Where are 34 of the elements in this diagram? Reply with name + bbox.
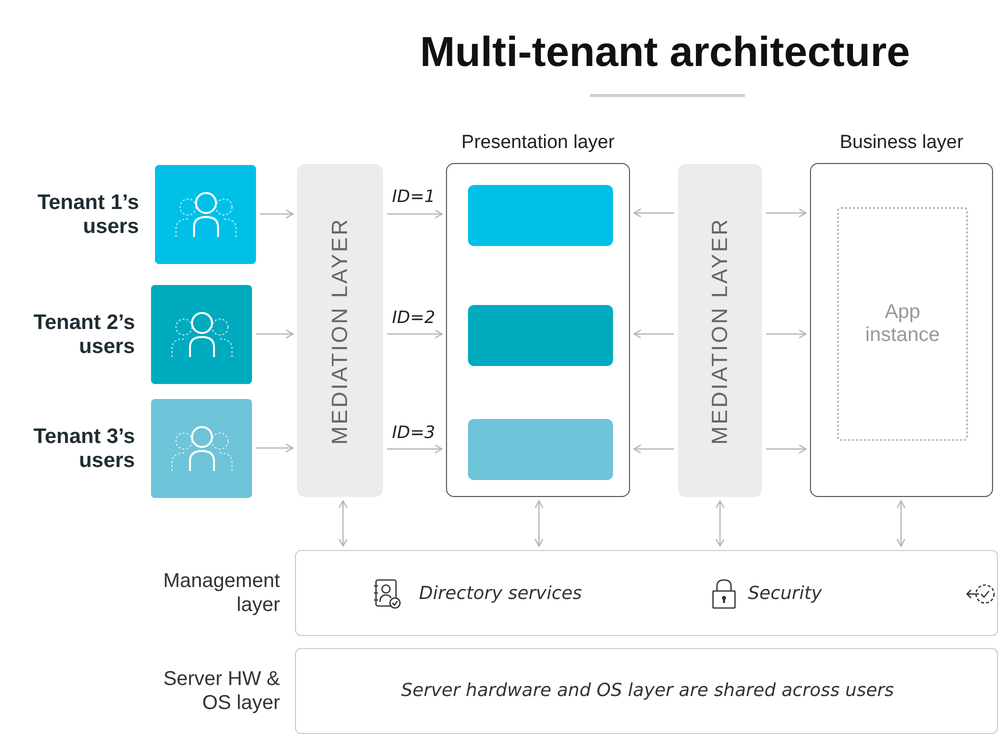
arrow (387, 329, 443, 339)
arrow (338, 500, 348, 547)
arrow (260, 209, 294, 219)
instance-label: App instance (864, 301, 941, 347)
arrow (633, 329, 674, 339)
arrow (715, 500, 725, 547)
layer-note: Server hardware and OS layer are shared across users (400, 680, 895, 701)
arrow (633, 444, 674, 454)
arrow (766, 444, 807, 454)
service-label: Security (748, 583, 822, 604)
layer-heading: Presentation layer (460, 132, 616, 154)
box-block (468, 185, 613, 246)
arrow (256, 443, 294, 453)
tenant-label: Tenant 1’s users (36, 190, 139, 238)
arrow (766, 208, 807, 218)
app-instance-box (837, 207, 968, 441)
box-block (468, 419, 613, 480)
tenant-label: Tenant 2’s users (32, 310, 135, 358)
box-block (468, 305, 613, 366)
arrow (387, 444, 443, 454)
arrow (896, 500, 906, 547)
arrow (766, 329, 807, 339)
arrow (256, 329, 294, 339)
arrow (387, 209, 443, 219)
layer-heading: Business layer (838, 132, 964, 154)
arrow (633, 208, 674, 218)
title: Multi-tenant architecture (418, 28, 912, 76)
tenant-label: Tenant 3’s users (32, 424, 135, 472)
service-label: Directory services (419, 583, 582, 604)
layer-label: MEDIATION LAYER (327, 216, 353, 444)
layer-heading: Server HW & OS layer (162, 667, 280, 715)
layer-heading: Management layer (162, 569, 280, 617)
arrow (534, 500, 544, 547)
layer-label: MEDIATION LAYER (707, 216, 733, 444)
